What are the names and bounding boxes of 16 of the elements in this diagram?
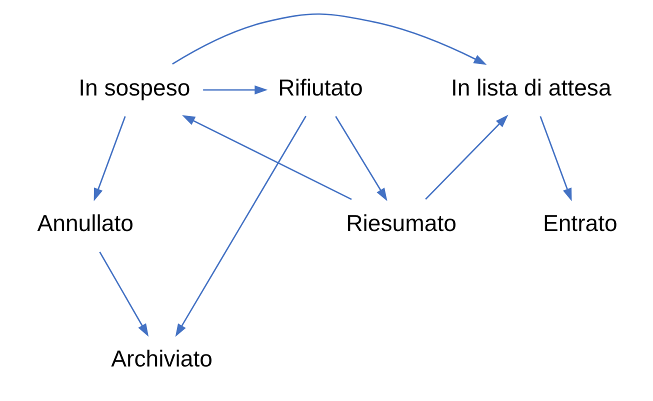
node-text: Annullato (36, 210, 133, 236)
arrow (334, 116, 387, 202)
node-text: Entrato (542, 210, 617, 236)
node-text: Riesumato (346, 210, 456, 236)
arrow (539, 116, 572, 202)
arrow (182, 115, 352, 200)
arrow (174, 116, 306, 337)
arrow (424, 114, 508, 200)
arrow (172, 13, 486, 65)
node-text: In sospeso (78, 74, 190, 100)
arrow (93, 116, 126, 202)
arrow (98, 252, 148, 337)
node-text: Rifiutato (278, 74, 362, 100)
node-text: In lista di attesa (450, 74, 611, 100)
arrow (202, 85, 268, 94)
node-text: Archiviato (110, 346, 212, 372)
